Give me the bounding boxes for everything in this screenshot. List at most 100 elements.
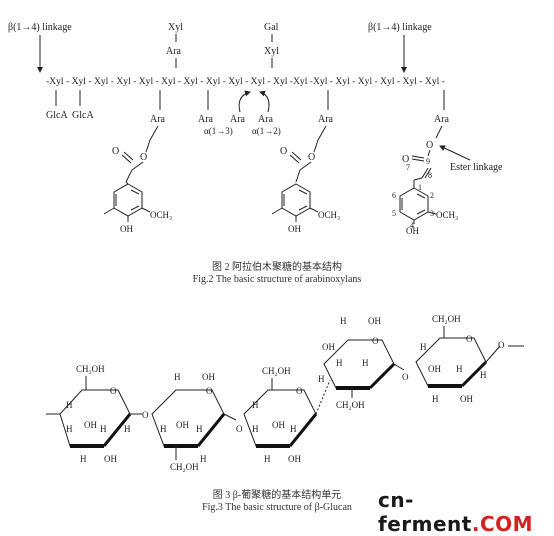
- watermark-logo: cn-ferment.COM: [378, 488, 554, 536]
- fig3-caption-cn: 图 3 β-葡聚糖的基本结构单元: [212, 490, 342, 501]
- atom-number: 1: [418, 183, 422, 192]
- ring-oxygen: O: [296, 386, 303, 396]
- ferulate-group-1: O O OCH₃ OH: [103, 125, 172, 234]
- ester-arrow: [439, 145, 471, 161]
- alpha12-arrow: [259, 90, 270, 113]
- ring-oxygen: O: [206, 386, 213, 396]
- h-label: H: [252, 424, 259, 434]
- linkage-label-left: β(1→4) linkage: [8, 22, 72, 33]
- fig2-caption-cn: 图 2 阿拉伯木聚糖的基本结构: [212, 262, 342, 273]
- carbonyl-o: O: [280, 146, 287, 157]
- atom-number: 4: [410, 221, 414, 230]
- glycosidic-o: O: [402, 372, 409, 382]
- h-label: H: [420, 342, 427, 352]
- h-label: H: [66, 400, 73, 410]
- ch2oh-label: CH₂OH: [262, 366, 291, 376]
- glucose-unit-2: O H OH H OH H CH₂OH H O: [151, 372, 243, 472]
- glucose-unit-4: O H OH OH H H H CH₂OH O: [318, 316, 409, 410]
- xylan-backbone: -Xyl - Xyl - Xyl - Xyl - Xyl - Xyl - Xyl…: [46, 76, 445, 87]
- hydroxyl-label: OH: [406, 226, 419, 236]
- h-label: H: [100, 424, 107, 434]
- h-label: H: [456, 364, 463, 374]
- oh-label: OH: [84, 420, 97, 430]
- glycosidic-o: O: [142, 410, 149, 420]
- branch-xyl-top2: Xyl: [264, 46, 279, 57]
- branch-gal-top: Gal: [264, 22, 279, 33]
- h-label: H: [264, 454, 271, 464]
- atom-number: 2: [430, 191, 434, 200]
- methoxy-label: OCH₃: [318, 210, 340, 220]
- ch2oh-label: CH₂OH: [76, 364, 105, 374]
- branch-xyl-top: Xyl: [168, 22, 183, 33]
- alpha12-label: α(1→2): [252, 126, 281, 136]
- h-label: H: [80, 454, 87, 464]
- linkage-label-right: β(1→4) linkage: [368, 22, 432, 33]
- ester-o: O: [140, 152, 147, 163]
- glucose-unit-3: O CH₂OH H H OH H H OH: [243, 366, 331, 464]
- h-label: H: [340, 316, 347, 326]
- h-label: H: [318, 374, 325, 384]
- oh-label: OH: [460, 394, 473, 404]
- ring-oxygen: O: [110, 386, 117, 396]
- oh-label: OH: [176, 420, 189, 430]
- glycosidic-o: O: [236, 424, 243, 434]
- hydroxyl-label: OH: [120, 224, 133, 234]
- hydroxyl-label: OH: [288, 224, 301, 234]
- oh-label: OH: [368, 316, 381, 326]
- ch2oh-label: CH₂OH: [170, 462, 199, 472]
- fig2-caption-en: Fig.2 The basic structure of arabinoxyla…: [192, 274, 362, 285]
- h-label: H: [174, 372, 181, 382]
- atom-number: 7: [406, 163, 410, 172]
- ara-pendant-6: Ara: [434, 114, 450, 125]
- ester-o: O: [426, 140, 433, 151]
- carbonyl-o: O: [402, 154, 409, 165]
- glca-1: GlcA: [46, 110, 68, 121]
- methoxy-label: OCH₃: [436, 210, 458, 220]
- h-label: H: [362, 358, 369, 368]
- oh-label: OH: [202, 372, 215, 382]
- oh-label: OH: [104, 454, 117, 464]
- atom-number: 5: [392, 209, 396, 218]
- atom-number: 6: [392, 191, 396, 200]
- carbonyl-o: O: [112, 146, 119, 157]
- ara-pendant-3: Ara: [230, 114, 246, 125]
- alpha13-label: α(1→3): [204, 126, 233, 136]
- ch2oh-label: CH₂OH: [432, 314, 461, 324]
- alpha13-arrow: [238, 90, 251, 113]
- ara-pendant-2: Ara: [198, 114, 214, 125]
- h-label: H: [336, 358, 343, 368]
- oh-label: OH: [272, 420, 285, 430]
- ester-linkage-label: Ester linkage: [450, 162, 503, 173]
- h-label: H: [290, 424, 297, 434]
- watermark-part2: .COM: [471, 512, 534, 536]
- h-label: H: [66, 424, 73, 434]
- glca-2: GlcA: [72, 110, 94, 121]
- watermark-part1: cn-ferment: [378, 488, 472, 536]
- ferulate-group-2: O O OCH₃ OH: [271, 125, 340, 234]
- h-label: H: [124, 424, 131, 434]
- h-label: H: [196, 424, 203, 434]
- h-label: H: [252, 400, 259, 410]
- branch-ara-top: Ara: [166, 46, 182, 57]
- atom-number: 8: [428, 171, 432, 180]
- oh-label: OH: [322, 342, 335, 352]
- ring-oxygen: O: [466, 334, 473, 344]
- ferulate-group-3: O O 9 8 7 1 2 3 4 5 6 OCH₃ OH: [392, 125, 503, 236]
- ara-pendant-5: Ara: [318, 114, 334, 125]
- ara-pendant-1: Ara: [150, 114, 166, 125]
- glucose-unit-1: O CH₂OH H H OH H H OH H O: [46, 364, 149, 464]
- oh-label: OH: [288, 454, 301, 464]
- fig3-caption-en: Fig.3 The basic structure of β-Glucan: [202, 502, 352, 513]
- ester-o: O: [308, 152, 315, 163]
- methoxy-label: OCH₃: [150, 210, 172, 220]
- h-label: H: [480, 370, 487, 380]
- structure-diagram: β(1→4) linkage β(1→4) linkage Xyl Ara Ga…: [8, 22, 524, 472]
- h-label: H: [160, 424, 167, 434]
- figure-page: β(1→4) linkage β(1→4) linkage Xyl Ara Ga…: [8, 22, 533, 536]
- fig3-beta-glucan: O CH₂OH H H OH H H OH H O O H OH H OH H: [46, 314, 524, 472]
- ara-pendant-4: Ara: [258, 114, 274, 125]
- h-label: H: [432, 394, 439, 404]
- glucose-unit-5: O CH₂OH H OH H H OH H O: [415, 314, 524, 404]
- atom-number: 9: [426, 157, 430, 166]
- ch2oh-label: CH₂OH: [336, 400, 365, 410]
